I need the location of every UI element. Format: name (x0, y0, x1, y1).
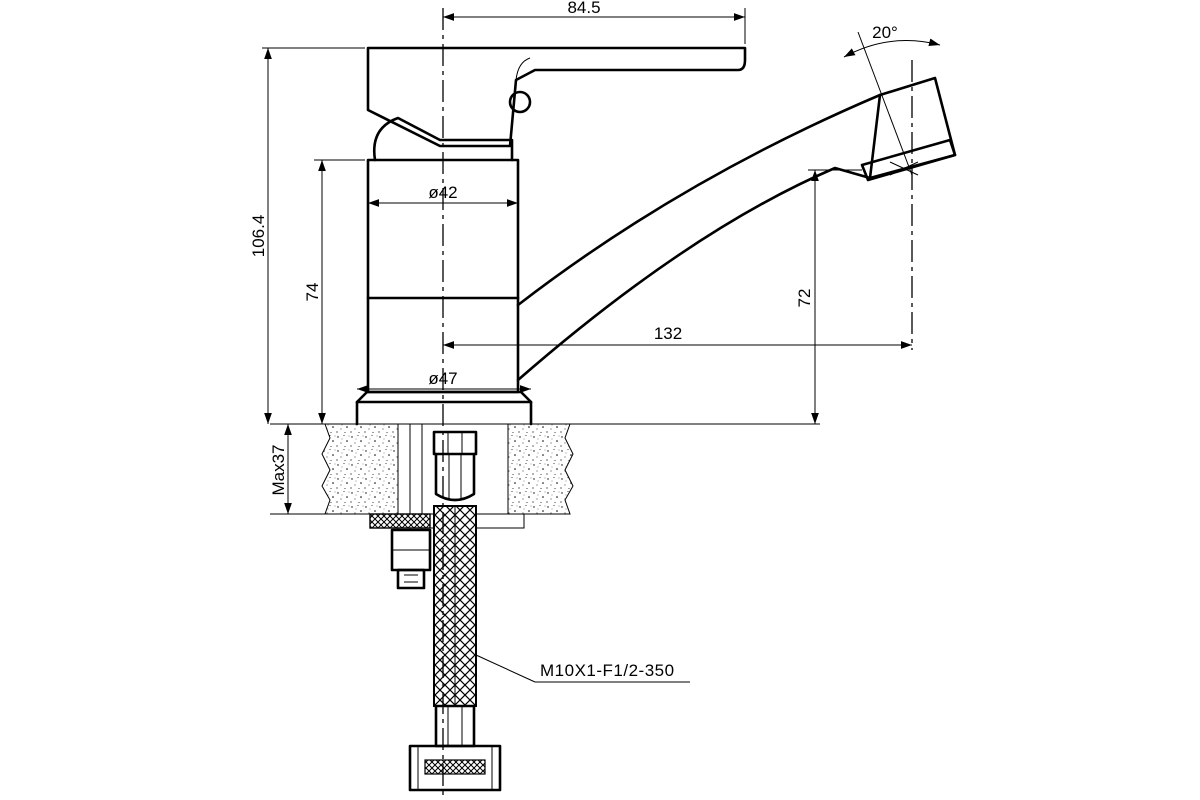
flexible-hose (408, 430, 502, 792)
handle-reach-label: 84.5 (567, 0, 600, 17)
dimension-total-height: 106.4 (249, 47, 365, 424)
dimension-body-diameter: ø42 (368, 183, 518, 207)
base-diameter-label: ø47 (428, 369, 457, 388)
dimension-body-height: 74 (303, 159, 365, 424)
dimension-spout-reach: 132 (443, 324, 912, 349)
total-height-label: 106.4 (249, 215, 268, 258)
max-thickness-label: Max37 (269, 444, 288, 495)
dimension-spout-angle: 20° (843, 23, 941, 176)
dimension-handle-reach: 84.5 (443, 0, 746, 44)
mounting-assembly (369, 423, 525, 590)
spout-angle-label: 20° (872, 23, 898, 42)
spout (516, 76, 957, 382)
spout-height-label: 72 (795, 289, 814, 308)
centerlines (442, 8, 913, 800)
lever-handle (366, 46, 747, 148)
dimension-base-diameter: ø47 (357, 369, 531, 393)
dimension-max-thickness: Max37 (269, 424, 292, 514)
hose-spec-label: M10X1-F1/2-350 (540, 661, 675, 680)
body-diameter-label: ø42 (428, 183, 457, 202)
dimension-spout-height: 72 (795, 169, 862, 424)
countertop-section (270, 423, 820, 515)
body-height-label: 74 (303, 283, 322, 302)
spout-reach-label: 132 (654, 324, 682, 343)
hose-callout: M10X1-F1/2-350 (475, 654, 690, 683)
